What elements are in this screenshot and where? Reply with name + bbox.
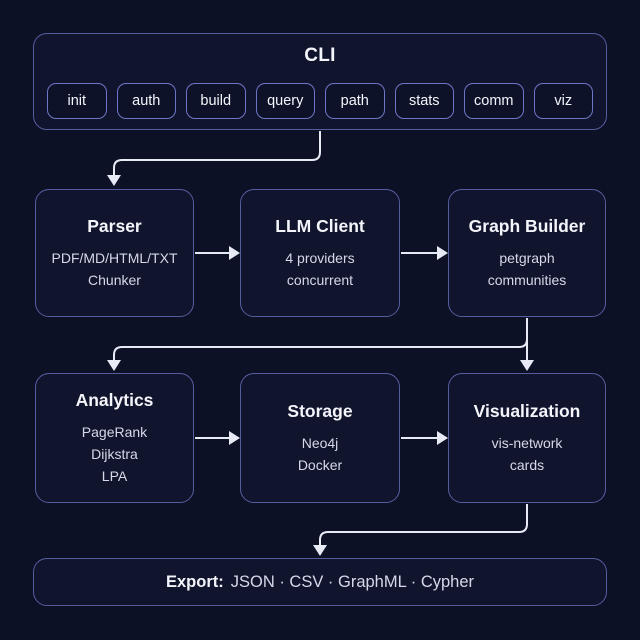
node-storage-title: Storage	[287, 400, 353, 421]
node-analytics: Analytics PageRank Dijkstra LPA	[35, 373, 194, 503]
arrow-graph-builder-to-analytics	[107, 338, 528, 371]
node-analytics-title: Analytics	[75, 389, 154, 410]
cli-command-path: path	[325, 83, 385, 119]
node-storage-line: Neo4j	[301, 434, 339, 451]
node-llm-client-title: LLM Client	[275, 215, 365, 236]
node-analytics-line: LPA	[101, 467, 128, 484]
cli-commands-row: init auth build query path stats comm vi…	[34, 83, 606, 119]
node-analytics-line: Dijkstra	[91, 445, 138, 462]
node-graph-builder: Graph Builder petgraph communities	[448, 189, 606, 317]
node-parser-line: Chunker	[88, 271, 141, 288]
arrow-graph-builder-to-visualization	[520, 318, 534, 371]
node-visualization: Visualization vis-network cards	[448, 373, 606, 503]
cli-command-comm: comm	[464, 83, 524, 119]
cli-command-query: query	[255, 83, 315, 119]
arrow-parser-to-llm-client	[195, 246, 240, 260]
arrow-storage-to-visualization	[401, 431, 448, 445]
arrow-llm-client-to-graph-builder	[401, 246, 448, 260]
export-formats: JSON · CSV · GraphML · Cypher	[230, 572, 475, 591]
node-storage-line: Docker	[297, 456, 343, 473]
node-storage: Storage Neo4j Docker	[240, 373, 400, 503]
node-graph-builder-line: petgraph	[499, 249, 555, 266]
cli-command-viz: viz	[533, 83, 593, 119]
node-llm-client-line: 4 providers	[285, 249, 355, 266]
node-parser-title: Parser	[87, 215, 142, 236]
export-label: Export:	[165, 572, 224, 591]
cli-title: CLI	[304, 45, 336, 66]
node-graph-builder-title: Graph Builder	[468, 215, 586, 236]
cli-command-init: init	[47, 83, 107, 119]
node-parser: Parser PDF/MD/HTML/TXT Chunker	[35, 189, 194, 317]
node-cli: CLI init auth build query path stats com…	[33, 33, 607, 130]
cli-command-build: build	[186, 83, 246, 119]
cli-command-auth: auth	[116, 83, 176, 119]
node-visualization-line: vis-network	[491, 434, 563, 451]
arrow-cli-to-parser	[107, 131, 321, 186]
node-visualization-title: Visualization	[473, 400, 581, 421]
arrow-analytics-to-storage	[195, 431, 240, 445]
node-parser-line: PDF/MD/HTML/TXT	[51, 249, 178, 266]
node-analytics-line: PageRank	[81, 423, 148, 440]
arrow-visualization-to-export	[313, 504, 528, 556]
node-llm-client: LLM Client 4 providers concurrent	[240, 189, 400, 317]
node-visualization-line: cards	[509, 456, 545, 473]
node-llm-client-line: concurrent	[286, 271, 354, 288]
cli-command-stats: stats	[394, 83, 454, 119]
node-graph-builder-line: communities	[487, 271, 567, 288]
node-export: Export: JSON · CSV · GraphML · Cypher	[33, 558, 607, 606]
